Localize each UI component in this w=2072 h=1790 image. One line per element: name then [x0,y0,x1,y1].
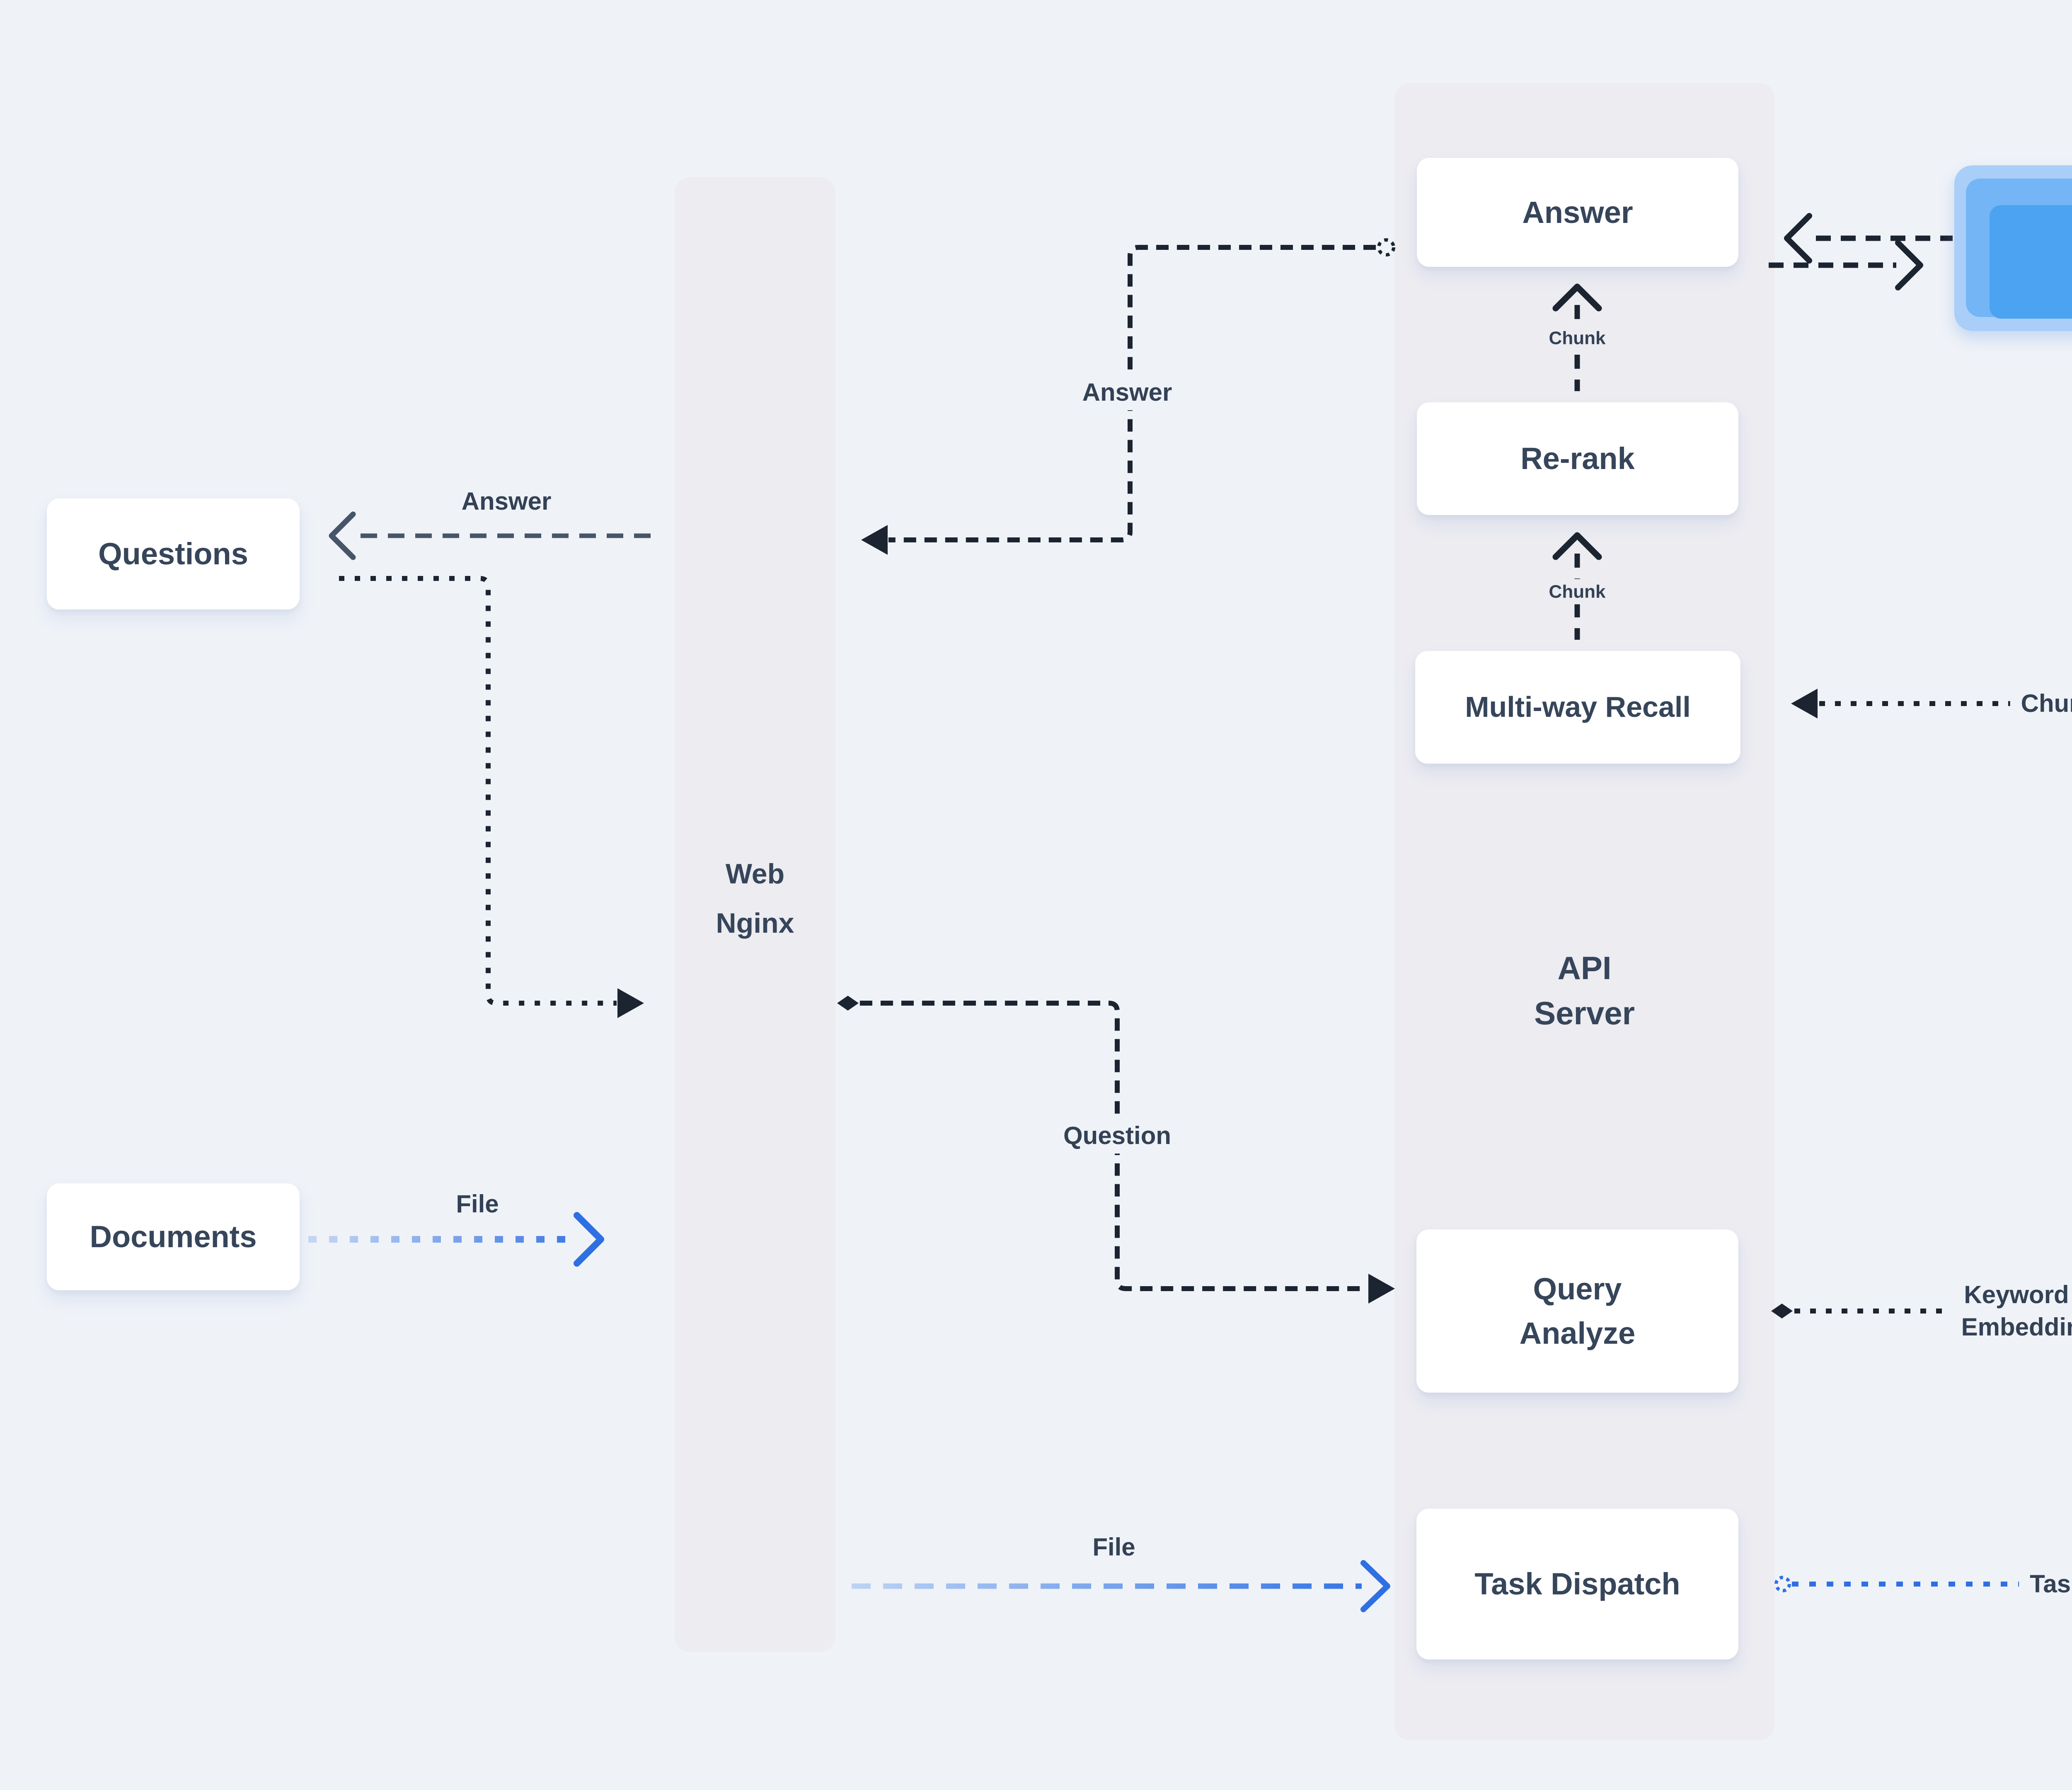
edge-label-chunk-small-2: Chunk [1541,579,1613,605]
node-label: Query Analyze [1519,1271,1636,1350]
node-task-dispatch: Task Dispatch [1416,1509,1738,1659]
edge-questions-to-nginx [339,576,644,1018]
triangle-left-icon [1791,689,1818,718]
edge-answer-to-llm [1769,240,1923,290]
edge-label-file-nginx: File [1092,1533,1135,1561]
edge-keyword-embedding [1771,1304,2072,1318]
edge-label-answer-mid: Answer [1071,375,1183,410]
triangle-right-icon [1368,1274,1395,1304]
chevron-up-icon [1552,532,1602,560]
node-label: Re-rank [1520,441,1635,476]
triangle-right-icon [617,988,644,1018]
diamond-icon [837,996,859,1011]
node-rerank: Re-rank [1417,402,1738,515]
chevron-right-icon [574,1212,604,1267]
panel-title-line: Nginx [716,907,794,939]
edge-llm-to-answer [1784,213,1953,264]
edge-label-line: Keyword & [1964,1281,2072,1309]
node-questions: Questions [47,498,300,610]
edge-label-line: Embedding [1961,1313,2072,1341]
edge-answer-from-api [861,238,1395,555]
node-llms: LLMs [1954,165,2072,331]
node-multiway-recall: Multi-way Recall [1415,651,1740,764]
edge-chunk-recall-to-rerank [1552,532,1602,640]
edge-chunk-rerank-to-answer [1552,283,1602,391]
node-label: Task Dispatch [1474,1567,1680,1601]
llms-core: LLMs [1990,205,2072,319]
chevron-right-icon [1360,1560,1390,1612]
chevron-left-icon [1784,213,1812,264]
panel-title-api-server: API Server [1394,946,1774,1036]
edge-file-documents [308,1212,604,1267]
edge-label-question: Question [1052,1118,1182,1154]
chevron-left-icon [329,511,356,560]
node-label: Multi-way Recall [1465,691,1691,723]
node-label: Documents [90,1219,257,1254]
node-answer: Answer [1417,158,1738,267]
chevron-up-icon [1552,283,1602,312]
panel-api-server [1394,83,1774,1740]
edge-label-file-documents: File [456,1190,499,1218]
node-label: Answer [1522,195,1633,230]
edge-label-tasks: Tasks [2019,1566,2072,1602]
diamond-icon [1771,1304,1793,1318]
panel-web-nginx [675,177,835,1652]
edge-tasks [1774,1576,2072,1592]
source-dot-icon [1377,238,1395,256]
panel-title-line: API [1557,950,1612,986]
panel-title-web-nginx: Web Nginx [675,849,835,948]
source-dot-icon [1774,1576,1791,1592]
chevron-right-icon [1895,240,1923,290]
node-label: Questions [98,537,248,571]
edge-label-chunk-small-1: Chunk [1541,325,1613,351]
edge-label-chunk-recall: Chunk [2010,686,2072,721]
node-documents: Documents [47,1183,300,1290]
edge-answer-to-questions [329,511,651,560]
triangle-left-icon [861,525,888,555]
edge-file-nginx [852,1560,1390,1612]
panel-title-line: Server [1534,995,1635,1032]
edge-chunk-recall [1791,689,2072,718]
llms-glow-layer: LLMs [1966,179,2072,319]
node-query-analyze: Query Analyze [1416,1229,1738,1393]
edge-label-keyword-embedding: Keyword & Embedding [1950,1277,2072,1345]
edge-label-answer-left: Answer [461,487,552,515]
panel-title-line: Web [725,858,785,890]
